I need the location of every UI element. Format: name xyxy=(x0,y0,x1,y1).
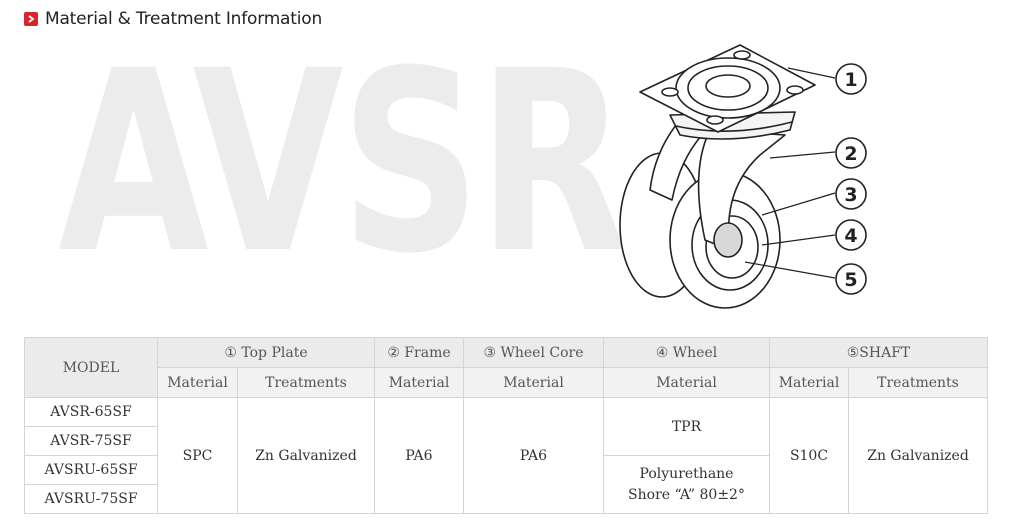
callout-4 xyxy=(835,219,867,251)
wheel-material-line-2: Shore “A” 80±2° xyxy=(628,486,745,503)
wheel-material-tpr: TPR xyxy=(603,397,770,456)
section-title: Material & Treatment Information xyxy=(24,7,322,31)
chevron-right-icon xyxy=(24,12,38,26)
sub-header: Material xyxy=(463,367,604,398)
sub-header: Material xyxy=(157,367,238,398)
callout-label-3: 3 xyxy=(844,184,857,206)
callout-2 xyxy=(835,137,867,169)
table-row: AVSRU-75SF xyxy=(24,484,988,514)
group-wheel: ④ Wheel xyxy=(603,337,770,368)
frame-material: PA6 xyxy=(374,397,464,514)
model-cell: AVSRU-75SF xyxy=(24,484,158,514)
table-row: AVSRU-65SF Polyurethane Shore “A” 80±2° xyxy=(24,455,988,514)
callout-label-2: 2 xyxy=(844,143,857,165)
callout-label-4: 4 xyxy=(844,225,857,247)
model-cell: AVSR-65SF xyxy=(24,397,158,427)
wheel-material-polyurethane: Polyurethane Shore “A” 80±2° xyxy=(603,455,770,514)
section-title-text: Material & Treatment Information xyxy=(45,9,323,29)
group-top-plate: ① Top Plate xyxy=(157,337,375,368)
wheel-core-material: PA6 xyxy=(463,397,604,514)
group-wheel-core: ③ Wheel Core xyxy=(463,337,604,368)
sub-header: Treatments xyxy=(847,367,989,398)
top-plate-material: SPC xyxy=(157,397,238,514)
material-table: MODEL ① Top Plate ② Frame ③ Wheel Core ④… xyxy=(24,337,989,514)
callout-1 xyxy=(835,63,867,95)
sub-header: Material xyxy=(603,367,770,398)
top-plate-treatment: Zn Galvanized xyxy=(237,397,375,514)
callout-label-1: 1 xyxy=(844,69,857,91)
sub-header: Material xyxy=(374,367,464,398)
wheel-material-line-1: Polyurethane xyxy=(639,465,734,482)
model-cell: AVSRU-65SF xyxy=(24,455,158,485)
caster-diagram: 1 2 3 4 5 xyxy=(619,44,867,309)
table-row: AVSR-65SF SPC Zn Galvanized PA6 PA6 TPR … xyxy=(24,397,989,514)
table-row: AVSR-75SF xyxy=(24,426,988,456)
sub-header: Treatments xyxy=(237,367,375,398)
model-watermark: AVSR xyxy=(58,17,628,308)
callout-label-5: 5 xyxy=(844,269,857,291)
shaft-treatment: Zn Galvanized xyxy=(847,397,989,514)
shaft-material: S10C xyxy=(769,397,849,514)
model-header: MODEL xyxy=(24,337,158,398)
group-shaft: ⑤SHAFT xyxy=(768,337,989,368)
callout-3 xyxy=(835,178,867,210)
group-frame: ② Frame xyxy=(374,337,464,368)
callout-5 xyxy=(835,263,867,295)
model-cell: AVSR-75SF xyxy=(24,426,158,456)
sub-header: Material xyxy=(769,367,849,398)
